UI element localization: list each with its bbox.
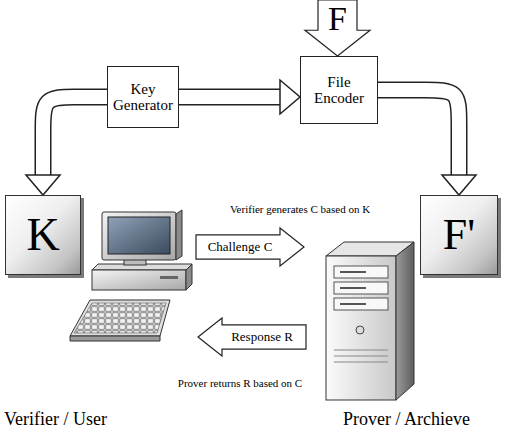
vent-line	[334, 362, 388, 363]
arrow-outline	[43, 97, 107, 177]
drive-slot	[340, 303, 366, 305]
arrow-body	[378, 90, 459, 177]
arrow-outline	[179, 89, 282, 106]
server-icon	[326, 242, 414, 400]
annotation: Verifier generates C based on K	[230, 203, 370, 215]
monitor-screen	[108, 217, 170, 254]
node-text: File Encoder	[305, 74, 373, 107]
node-text: Response R	[231, 330, 293, 344]
block-arrow: Challenge C	[196, 228, 304, 266]
role-label: Prover / Archieve	[343, 409, 470, 430]
arrow-body	[43, 97, 107, 177]
keyboard	[70, 300, 170, 336]
data-box: K	[5, 195, 81, 275]
data-box: F'	[420, 195, 498, 275]
monitor-side	[176, 210, 182, 260]
vent-line	[334, 350, 388, 351]
drive-bay	[334, 282, 388, 294]
block-arrow: Response R	[198, 318, 306, 356]
computer-case	[92, 270, 186, 290]
process-box: Key Generator	[107, 66, 179, 128]
hollow-arrow	[26, 97, 107, 195]
drive-slot	[160, 276, 178, 279]
block-arrow-shape	[198, 318, 306, 356]
hollow-arrow	[378, 90, 476, 195]
drive-slot	[340, 271, 366, 273]
arrow-head	[280, 80, 300, 114]
block-arrow-shape	[196, 228, 304, 266]
arrow-head	[26, 175, 60, 195]
node-text: Key Generator	[112, 81, 174, 114]
arrow-body	[179, 90, 282, 104]
node-text: F	[328, 2, 347, 36]
role-label: Verifier / User	[4, 409, 107, 430]
power-button	[356, 326, 364, 334]
keyboard-keys	[74, 303, 166, 333]
computer-case-side	[186, 264, 192, 290]
drive-bay	[334, 298, 388, 310]
arrow-outline	[378, 90, 459, 177]
vent-line	[334, 356, 388, 357]
server-side	[396, 242, 414, 400]
block-arrow: F	[305, 0, 370, 56]
node-text: F'	[443, 213, 475, 257]
hollow-arrow	[179, 80, 300, 114]
drive-bay	[334, 266, 388, 278]
drive-slot	[340, 287, 366, 289]
arrow-head	[442, 175, 476, 195]
process-box: File Encoder	[300, 56, 378, 124]
computer-icon	[70, 210, 192, 341]
annotation: Prover returns R based on C	[178, 377, 302, 389]
server-front	[326, 256, 396, 400]
node-text: Challenge C	[208, 240, 273, 254]
block-arrow-shape	[305, 0, 370, 56]
keyboard-edge	[70, 336, 160, 341]
monitor	[102, 212, 176, 260]
node-text: K	[26, 212, 59, 258]
